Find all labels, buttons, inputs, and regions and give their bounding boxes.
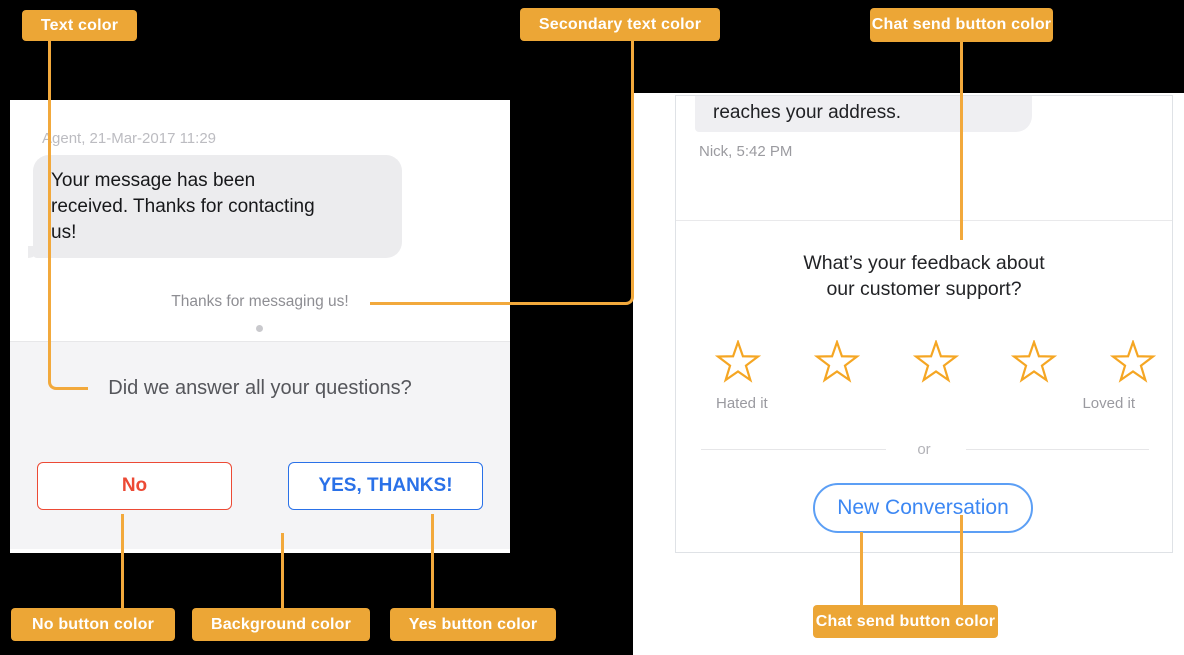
star-icon[interactable] bbox=[1109, 338, 1157, 383]
connector-text-color bbox=[48, 41, 88, 390]
star-icon[interactable] bbox=[912, 338, 959, 383]
rating-label-high: Loved it bbox=[1082, 395, 1135, 412]
callout-chat-send-button-top: Chat send button color bbox=[870, 8, 1053, 42]
or-divider-left bbox=[701, 449, 886, 450]
star-rating-row bbox=[714, 338, 1157, 385]
callout-text-color: Text color bbox=[22, 10, 137, 41]
connector-chat-send-top bbox=[960, 42, 963, 240]
connector-yes-button bbox=[431, 514, 434, 608]
star-icon[interactable] bbox=[1011, 338, 1058, 383]
callout-no-button-color: No button color bbox=[11, 608, 175, 641]
rating-section: Did we answer all your questions? No YES… bbox=[10, 341, 510, 549]
bubble-text: reaches your address. bbox=[713, 102, 901, 123]
connector-new-conversation bbox=[860, 532, 863, 605]
chat-window-left: Agent, 21-Mar-2017 11:29 Your message ha… bbox=[10, 100, 510, 553]
chat-window-right: reaches your address. Nick, 5:42 PM What… bbox=[675, 95, 1173, 553]
feedback-question: What’s your feedback about our customer … bbox=[803, 252, 1045, 300]
section-divider bbox=[676, 220, 1172, 221]
connector-secondary-text-color bbox=[370, 41, 634, 305]
rating-label-low: Hated it bbox=[716, 395, 768, 412]
connector-background bbox=[281, 533, 284, 608]
connector-chat-send-bottom bbox=[960, 515, 963, 605]
or-label: or bbox=[917, 441, 931, 458]
callout-secondary-text-color: Secondary text color bbox=[520, 8, 720, 41]
new-conversation-button[interactable]: New Conversation bbox=[813, 483, 1033, 533]
or-divider-right bbox=[966, 449, 1149, 450]
star-icon[interactable] bbox=[813, 338, 860, 383]
secondary-text: Thanks for messaging us! bbox=[171, 293, 349, 310]
yes-thanks-button[interactable]: YES, THANKS! bbox=[288, 462, 483, 510]
callout-background-color: Background color bbox=[192, 608, 370, 641]
agent-message-bubble: Your message has been received. Thanks f… bbox=[28, 155, 402, 258]
rating-question: Did we answer all your questions? bbox=[108, 377, 412, 399]
no-button[interactable]: No bbox=[37, 462, 232, 510]
scroll-indicator-dot bbox=[256, 325, 263, 332]
agent-timestamp: Agent, 21-Mar-2017 11:29 bbox=[42, 130, 217, 147]
agent-message-bubble-partial: reaches your address. bbox=[695, 96, 1032, 132]
callout-yes-button-color: Yes button color bbox=[390, 608, 556, 641]
star-icon[interactable] bbox=[714, 338, 762, 383]
agent-timestamp: Nick, 5:42 PM bbox=[699, 143, 793, 160]
connector-no-button bbox=[121, 514, 124, 608]
callout-chat-send-button-bottom: Chat send button color bbox=[813, 605, 998, 638]
